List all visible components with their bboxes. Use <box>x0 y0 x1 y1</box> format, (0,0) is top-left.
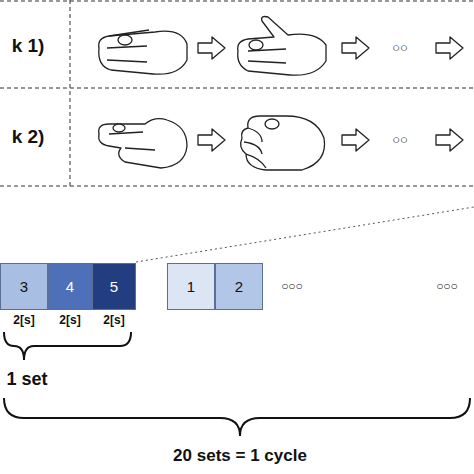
hand-figure <box>99 116 325 170</box>
table-grid <box>0 0 474 186</box>
step-number: 3 <box>20 278 28 295</box>
step-number: 5 <box>110 278 118 295</box>
duration-label: 2[s] <box>103 314 124 327</box>
duration-label: 2[s] <box>13 314 34 327</box>
ellipsis: ○○ <box>392 41 408 55</box>
step-number: 1 <box>187 278 195 295</box>
step-box: 3 <box>0 263 48 310</box>
cycle-brace <box>4 398 470 436</box>
step-box: 2 <box>215 263 263 310</box>
set-brace <box>4 332 131 360</box>
task-label: k 1) <box>12 36 45 57</box>
zoom-line <box>136 207 474 262</box>
step-box: 5 <box>92 263 136 310</box>
task-label: k 2) <box>12 127 45 148</box>
step-box: 4 <box>48 263 92 310</box>
step-number: 4 <box>66 278 74 295</box>
ellipsis: ○○○ <box>281 280 303 293</box>
ellipsis: ○○○ <box>436 280 458 293</box>
block-arrow <box>198 37 463 151</box>
hand-figure <box>99 17 326 76</box>
ellipsis: ○○ <box>392 133 408 147</box>
set-label: 1 set <box>6 370 47 390</box>
step-box: 1 <box>167 263 215 310</box>
step-number: 2 <box>235 278 243 295</box>
duration-label: 2[s] <box>59 314 80 327</box>
cycle-label: 20 sets = 1 cycle <box>173 447 307 466</box>
